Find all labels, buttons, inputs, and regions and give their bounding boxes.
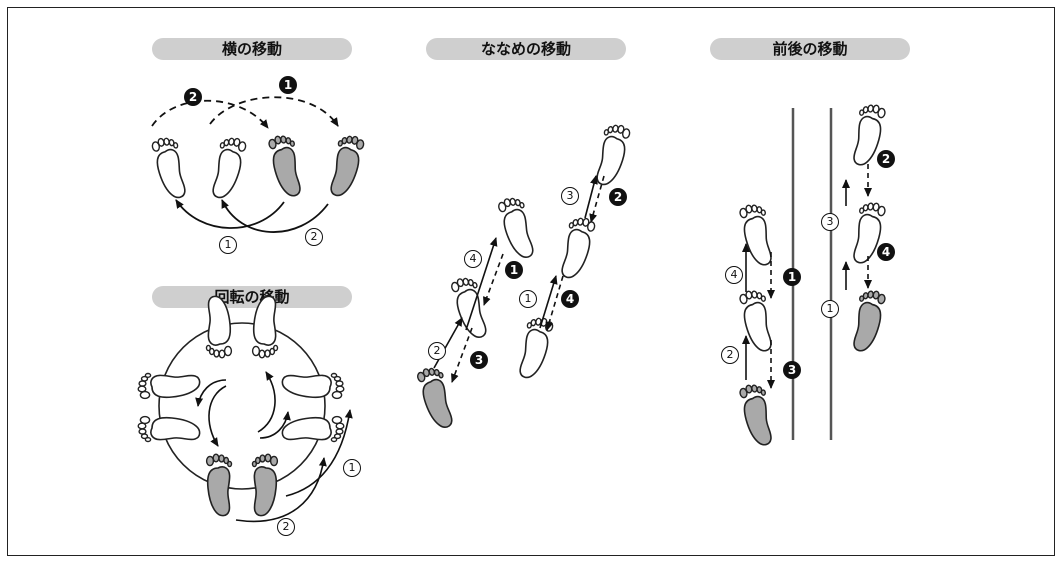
title-forward-back-movement: 前後の移動 xyxy=(710,38,910,60)
marker-filled-4: 4 xyxy=(877,243,895,261)
lateral-feet xyxy=(150,132,366,202)
marker-filled-1: 1 xyxy=(279,76,297,94)
marker-filled-1: 1 xyxy=(505,261,523,279)
diagram-frame xyxy=(7,7,1055,556)
lateral-arrows xyxy=(151,96,339,233)
marker-circled-1: 1 xyxy=(519,290,537,308)
marker-circled-2: 2 xyxy=(277,518,295,536)
marker-filled-3: 3 xyxy=(470,351,488,369)
forward-back-feet xyxy=(738,101,887,449)
forward-back-arrows xyxy=(742,164,872,389)
foot-icon xyxy=(208,134,248,202)
rotation-circle xyxy=(158,322,326,490)
rotation-arrows xyxy=(195,371,353,523)
marker-circled-2: 2 xyxy=(428,342,446,360)
foot-icon xyxy=(415,364,457,432)
marker-filled-1: 1 xyxy=(783,268,801,286)
marker-filled-2: 2 xyxy=(184,88,202,106)
foot-icon xyxy=(150,134,190,202)
marker-circled-1: 1 xyxy=(219,236,237,254)
marker-circled-3: 3 xyxy=(821,213,839,231)
foot-icon xyxy=(449,274,491,342)
foot-icon xyxy=(326,132,366,200)
title-diagonal-movement: ななめの移動 xyxy=(426,38,626,60)
foot-icon xyxy=(592,121,632,189)
marker-filled-4: 4 xyxy=(561,290,579,308)
marker-filled-3: 3 xyxy=(783,361,801,379)
foot-icon xyxy=(267,132,304,200)
marker-circled-1: 1 xyxy=(821,300,839,318)
foot-icon xyxy=(557,214,597,282)
marker-filled-2: 2 xyxy=(609,188,627,206)
marker-circled-2: 2 xyxy=(305,228,323,246)
foot-icon xyxy=(738,201,775,269)
marker-circled-1: 1 xyxy=(343,459,361,477)
marker-circled-3: 3 xyxy=(561,187,579,205)
foot-icon xyxy=(738,287,775,355)
foot-icon xyxy=(738,381,775,449)
title-lateral-movement: 横の移動 xyxy=(152,38,352,60)
foot-icon xyxy=(496,194,538,262)
marker-filled-2: 2 xyxy=(877,150,895,168)
foot-icon xyxy=(515,314,555,382)
marker-circled-2: 2 xyxy=(721,346,739,364)
marker-circled-4: 4 xyxy=(464,250,482,268)
marker-circled-4: 4 xyxy=(725,266,743,284)
diagonal-feet xyxy=(415,121,632,432)
foot-icon xyxy=(850,287,887,355)
